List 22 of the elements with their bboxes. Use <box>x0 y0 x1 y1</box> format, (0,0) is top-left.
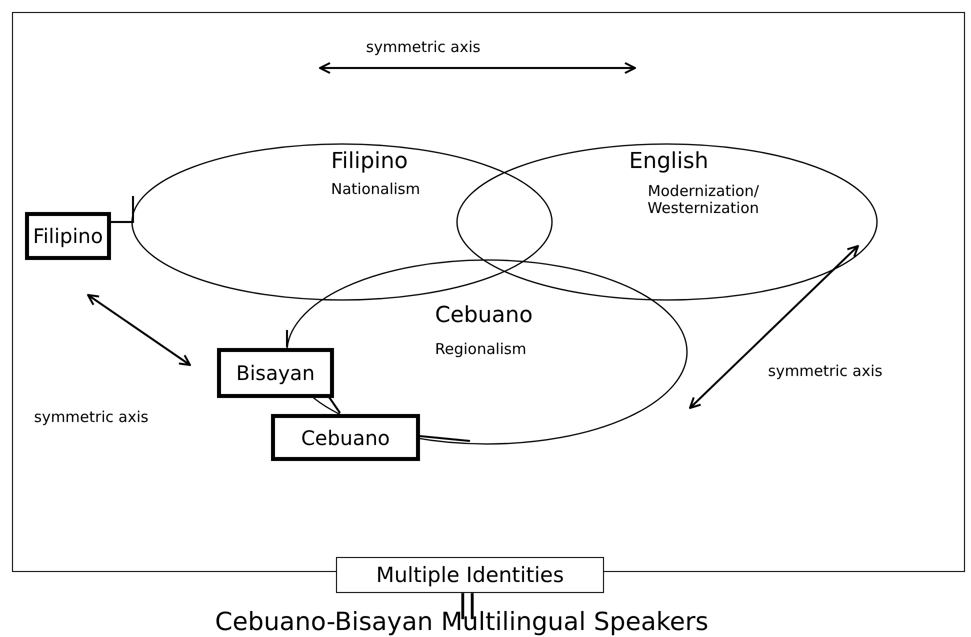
language-name: Cebuano <box>435 303 533 328</box>
double-arrow <box>87 294 191 366</box>
language-name: English <box>629 149 708 174</box>
language-box: Cebuano <box>271 414 420 461</box>
double-arrow <box>689 245 859 409</box>
identity-label: Nationalism <box>331 181 420 198</box>
identity-ellipse <box>131 143 553 301</box>
leader-line <box>418 435 470 442</box>
leader-line <box>286 330 288 347</box>
edge-label: symmetric axis <box>34 408 148 426</box>
identity-label: Modernization/ Westernization <box>646 183 759 218</box>
language-box: Filipino <box>25 212 111 260</box>
identity-label: Regionalism <box>435 341 526 358</box>
language-box: Bisayan <box>217 348 334 398</box>
title-box: Multiple Identities <box>336 557 604 593</box>
edge-label: symmetric axis <box>768 362 882 380</box>
double-arrow <box>319 62 636 74</box>
leader-line <box>110 196 134 223</box>
language-name: Filipino <box>331 149 408 174</box>
identity-ellipse <box>456 143 878 301</box>
leader-line <box>328 396 341 414</box>
edge-label: symmetric axis <box>366 38 480 56</box>
